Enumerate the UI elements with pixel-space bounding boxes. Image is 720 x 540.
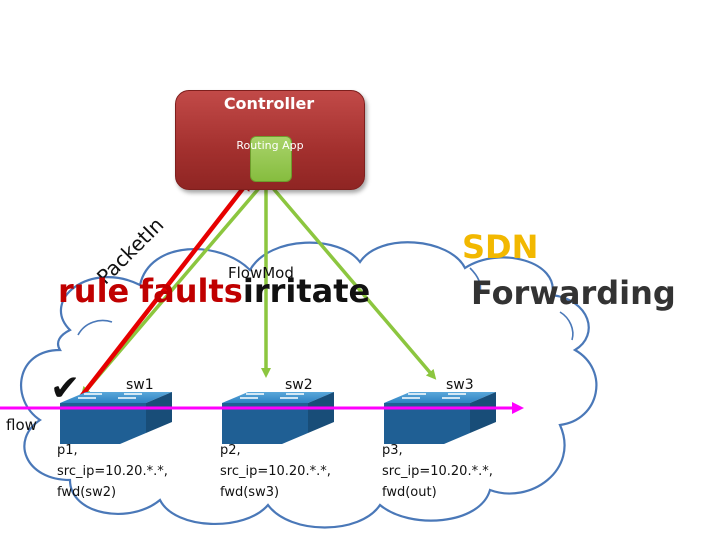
heading-forwarding: Forwarding bbox=[471, 274, 676, 312]
flowmod-link-sw3 bbox=[264, 178, 437, 380]
rule-text-sw1: p1, src_ip=10.20.*.*, fwd(sw2) bbox=[57, 443, 168, 500]
cloud-detail bbox=[469, 267, 482, 293]
network-cloud bbox=[19, 241, 598, 529]
switch-label-sw1: sw1 bbox=[126, 377, 154, 393]
packetin-arrow bbox=[78, 176, 253, 400]
cloud-detail bbox=[77, 319, 113, 336]
routing-app-label: Routing App bbox=[236, 139, 304, 152]
rule-text-sw3: p3, src_ip=10.20.*.*, fwd(out) bbox=[382, 443, 493, 500]
cloud-detail bbox=[559, 311, 574, 341]
overlay-irritate: irritate bbox=[242, 272, 371, 310]
controller-title: Controller bbox=[223, 94, 315, 113]
switch-icon bbox=[60, 392, 172, 444]
switch-label-sw2: sw2 bbox=[285, 377, 313, 393]
switch-icon bbox=[222, 392, 334, 444]
flowmod-label: FlowMod bbox=[228, 264, 294, 282]
heading-sdn: SDN bbox=[462, 228, 539, 266]
switch-label-sw3: sw3 bbox=[446, 377, 474, 393]
flow-label: flow bbox=[6, 416, 37, 434]
checkmark-icon: ✔ bbox=[50, 368, 81, 409]
overlay-faults: faults bbox=[139, 272, 243, 310]
routing-app-box bbox=[250, 136, 292, 182]
switch-icon bbox=[384, 392, 496, 444]
overlay-rule: rule bbox=[58, 272, 130, 310]
rule-text-sw2: p2, src_ip=10.20.*.*, fwd(sw3) bbox=[220, 443, 331, 500]
